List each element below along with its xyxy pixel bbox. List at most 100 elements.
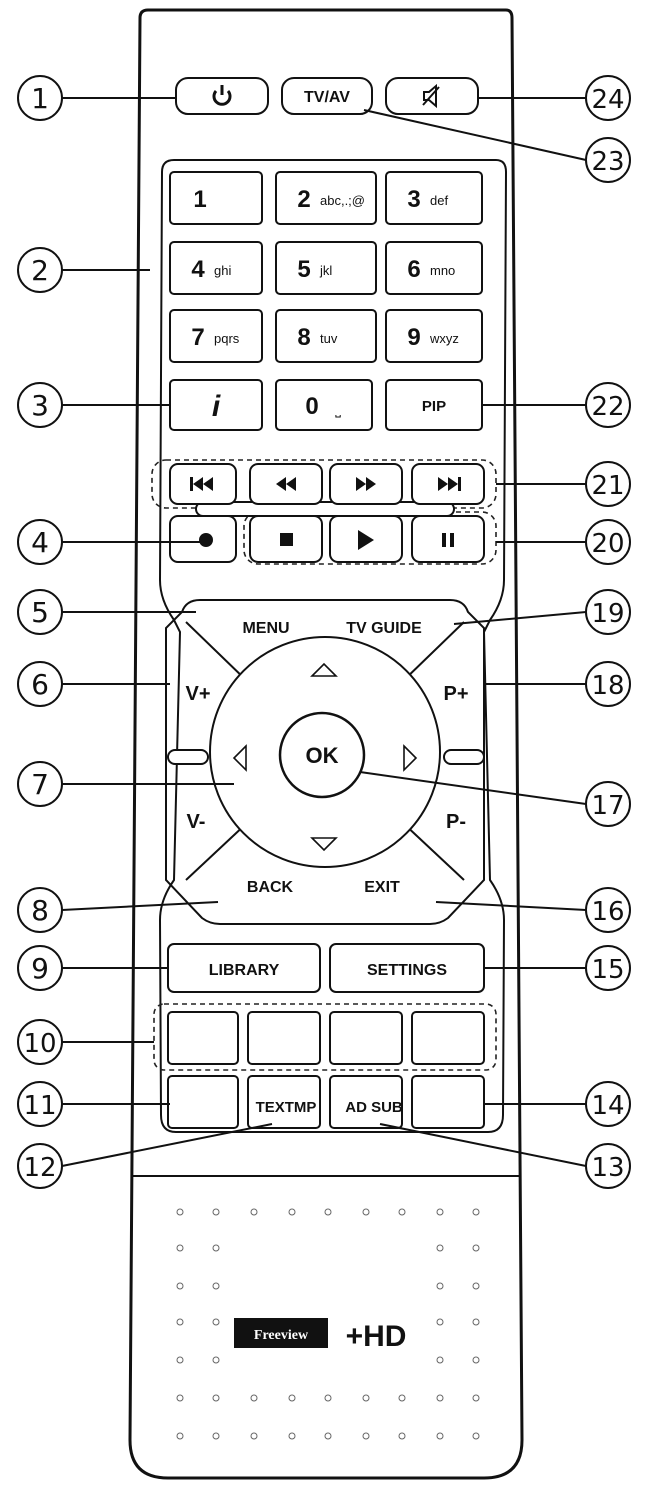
bottom-left-button[interactable]: [167, 1075, 239, 1129]
right-arrow-icon[interactable]: [403, 744, 418, 772]
callout-21-number: 21: [591, 471, 624, 501]
button-panel-outline: [158, 159, 508, 1133]
speaker-hole: [436, 1282, 444, 1290]
ok-label: OK: [306, 743, 339, 768]
callout-5-circle: [17, 589, 63, 635]
text-button[interactable]: [247, 1075, 321, 1129]
callout-12-leader: [61, 1123, 273, 1167]
callout-17-circle: [585, 781, 631, 827]
blue-key[interactable]: [411, 1011, 485, 1065]
pip-label: PIP: [422, 398, 446, 415]
separator-pill: [195, 501, 455, 517]
menu-button[interactable]: MENU: [242, 620, 289, 637]
callout-19-number: 19: [591, 599, 624, 629]
back-button[interactable]: BACK: [247, 879, 294, 896]
up-arrow-icon[interactable]: [310, 662, 338, 677]
zero-digit: 0: [305, 393, 318, 420]
callout-14-circle: [585, 1081, 631, 1127]
color-keys-outline: [153, 1003, 497, 1071]
ad-sub-button[interactable]: [329, 1075, 403, 1129]
callout-15-number: 15: [591, 955, 624, 985]
speaker-hole: [250, 1394, 258, 1402]
zero-button[interactable]: [275, 379, 373, 431]
speaker-hole: [250, 1208, 258, 1216]
digit-7-button[interactable]: [169, 309, 263, 363]
callout-19-leader: [453, 611, 587, 625]
pause-icon: [442, 533, 454, 547]
speaker-hole: [398, 1208, 406, 1216]
callout-22-circle: [585, 382, 631, 428]
callout-19-circle: [585, 589, 631, 635]
digit-8-label: 8: [297, 324, 310, 351]
callout-16-circle: [585, 887, 631, 933]
hd-logo: +HD: [346, 1320, 407, 1353]
callout-1-number: 1: [31, 82, 49, 115]
ok-button[interactable]: [278, 711, 366, 799]
speaker-hole: [472, 1244, 480, 1252]
digit-3-button[interactable]: [385, 171, 483, 225]
digit-4-button[interactable]: [169, 241, 263, 295]
program-down-button[interactable]: P-: [446, 811, 466, 833]
bottom-right-button[interactable]: [411, 1075, 485, 1129]
exit-button[interactable]: EXIT: [364, 879, 400, 896]
digit-8-button[interactable]: [275, 309, 377, 363]
digit-6-button[interactable]: [385, 241, 483, 295]
speaker-hole: [212, 1432, 220, 1440]
speaker-hole: [288, 1208, 296, 1216]
speaker-hole: [176, 1282, 184, 1290]
speaker-hole: [436, 1244, 444, 1252]
callout-1-circle: [17, 75, 63, 121]
tvav-label: TV/AV: [304, 89, 350, 106]
callout-13-circle: [585, 1143, 631, 1189]
speaker-hole: [212, 1244, 220, 1252]
tvav-button[interactable]: [281, 77, 373, 115]
nav-diagonal-bl: [185, 821, 249, 881]
digit-8-letters: tuv: [320, 331, 338, 346]
speaker-hole: [176, 1318, 184, 1326]
callout-20-number: 20: [591, 529, 624, 559]
digit-5-button[interactable]: [275, 241, 377, 295]
callout-21-circle: [585, 461, 631, 507]
speaker-hole: [472, 1432, 480, 1440]
down-arrow-icon[interactable]: [310, 837, 338, 852]
callout-2-circle: [17, 247, 63, 293]
callout-23-leader: [363, 109, 587, 161]
yellow-key[interactable]: [329, 1011, 403, 1065]
skip-forward-icon: [438, 477, 461, 491]
volume-down-button[interactable]: V-: [187, 811, 206, 833]
library-label: LIBRARY: [209, 962, 280, 979]
pause-button[interactable]: [411, 515, 485, 563]
callout-3-circle: [17, 382, 63, 428]
text-label: TEXTMP: [256, 1099, 317, 1116]
callout-9-number: 9: [31, 952, 49, 985]
speaker-grille: [176, 1208, 480, 1440]
digit-2-letters: abc,.;@: [320, 193, 365, 208]
callout-18-number: 18: [591, 671, 624, 701]
volume-up-button[interactable]: V+: [185, 683, 210, 705]
green-key[interactable]: [247, 1011, 321, 1065]
speaker-hole: [288, 1432, 296, 1440]
speaker-hole: [176, 1432, 184, 1440]
record-icon: [199, 533, 213, 547]
callout-2-number: 2: [31, 254, 49, 287]
red-key[interactable]: [167, 1011, 239, 1065]
speaker-hole: [212, 1208, 220, 1216]
digit-9-button[interactable]: [385, 309, 483, 363]
program-up-button[interactable]: P+: [443, 683, 468, 705]
power-button[interactable]: [175, 77, 269, 115]
tv-guide-button[interactable]: TV GUIDE: [346, 620, 422, 637]
digit-4-label: 4: [191, 256, 205, 283]
digit-9-letters: wxyz: [429, 331, 459, 346]
digit-2-button[interactable]: [275, 171, 377, 225]
digit-1-button[interactable]: [169, 171, 263, 225]
speaker-hole: [436, 1432, 444, 1440]
left-arrow-icon[interactable]: [232, 744, 247, 772]
speaker-hole: [436, 1394, 444, 1402]
callout-3-number: 3: [31, 389, 49, 422]
speaker-hole: [288, 1394, 296, 1402]
fast-forward-icon: [356, 477, 376, 491]
rewind-icon: [276, 477, 296, 491]
